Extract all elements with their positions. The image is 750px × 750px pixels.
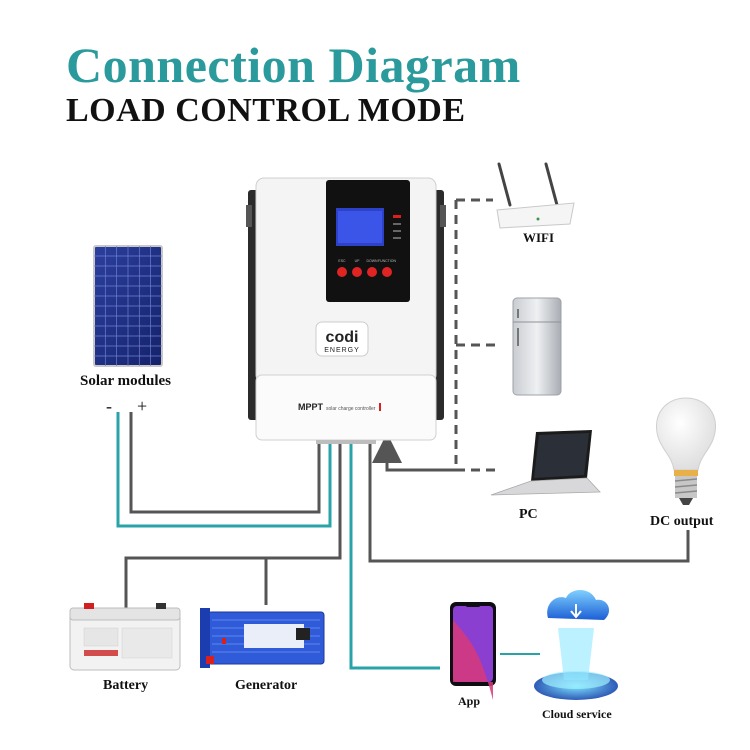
battery-icon — [69, 603, 181, 671]
btn-label-esc: ESC — [338, 259, 346, 263]
brand-logo: codi — [326, 329, 359, 346]
solar-wire-gray — [129, 412, 321, 514]
solar-modules-label: Solar modules — [80, 373, 171, 389]
model-name: MPPT — [298, 402, 324, 412]
polarity-plus-label: + — [137, 396, 148, 416]
dashed-load-line — [454, 200, 497, 472]
wires — [116, 198, 690, 670]
btn-label-function: FUNCTION — [378, 259, 397, 263]
battery-wire — [124, 440, 342, 610]
dc-output-label: DC output — [650, 514, 714, 529]
wifi-label: WIFI — [523, 230, 555, 245]
function-button-icon — [382, 267, 392, 277]
solar-panel-icon — [93, 245, 163, 367]
pc-label: PC — [519, 507, 538, 522]
page-title: Connection Diagram — [66, 37, 521, 93]
cloud-icon — [534, 590, 618, 700]
mppt-controller: ESC UP DOWN FUNCTION codi ENERGY MPPT so… — [246, 177, 446, 444]
laptop-icon — [490, 430, 601, 496]
esc-button-icon — [337, 267, 347, 277]
model-desc: solar charge controller — [326, 406, 376, 412]
router-icon — [496, 162, 575, 229]
bulb-icon — [655, 397, 717, 505]
page-subtitle: LOAD CONTROL MODE — [66, 92, 466, 129]
btn-label-up: UP — [355, 259, 361, 263]
app-wire — [349, 440, 440, 670]
phone-icon — [450, 602, 496, 700]
cloud-service-label: Cloud service — [542, 707, 612, 721]
load-arrow — [372, 433, 456, 472]
inverter-icon — [200, 608, 325, 668]
battery-label: Battery — [103, 678, 149, 693]
up-button-icon — [352, 267, 362, 277]
fridge-icon — [512, 297, 562, 396]
btn-label-down: DOWN — [366, 259, 378, 263]
solar-wire-teal — [116, 412, 332, 528]
brand-sub: ENERGY — [324, 347, 360, 354]
app-label: App — [458, 694, 481, 708]
generator-label: Generator — [235, 678, 298, 693]
dc-output-wire — [368, 440, 690, 563]
polarity-minus-label: - — [106, 396, 112, 416]
down-button-icon — [367, 267, 377, 277]
